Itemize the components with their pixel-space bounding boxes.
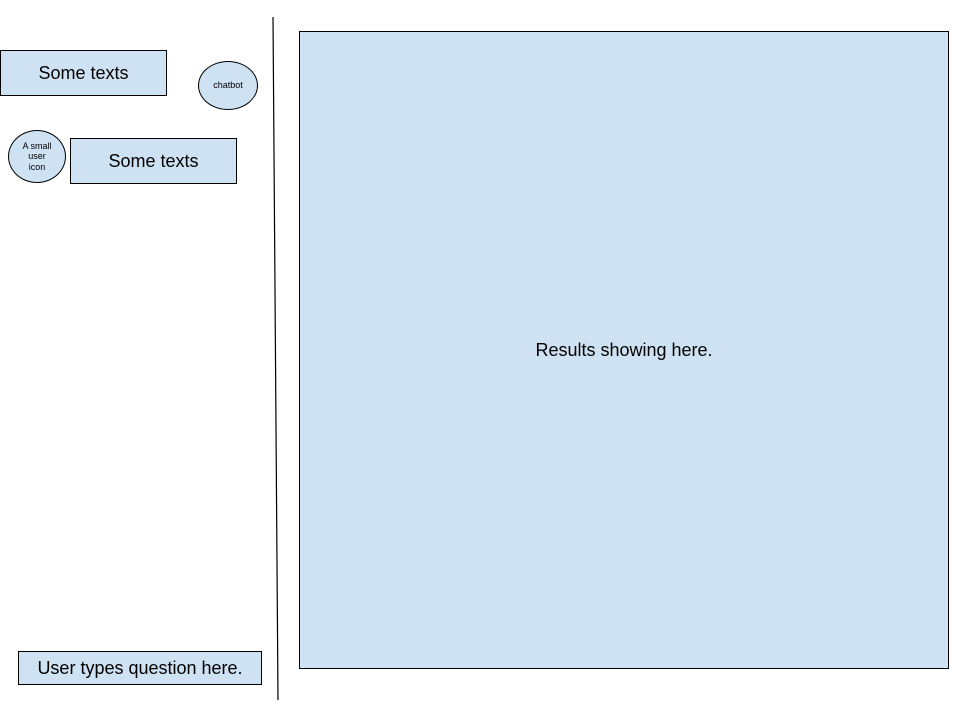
user-message-text: Some texts xyxy=(108,150,199,171)
chatbot-avatar-label: chatbot xyxy=(213,80,243,91)
question-input[interactable]: User types question here. xyxy=(18,651,262,685)
chatbot-message-text: Some texts xyxy=(38,62,129,83)
results-panel: Results showing here. xyxy=(299,31,949,669)
chatbot-message-bubble: Some texts xyxy=(0,50,167,96)
question-input-placeholder: User types question here. xyxy=(37,657,243,678)
user-avatar-label: A small user icon xyxy=(22,140,52,172)
results-text: Results showing here. xyxy=(535,339,713,360)
user-message-bubble: Some texts xyxy=(70,138,237,184)
user-avatar-icon: A small user icon xyxy=(8,130,66,183)
chatbot-avatar-icon: chatbot xyxy=(198,61,258,110)
